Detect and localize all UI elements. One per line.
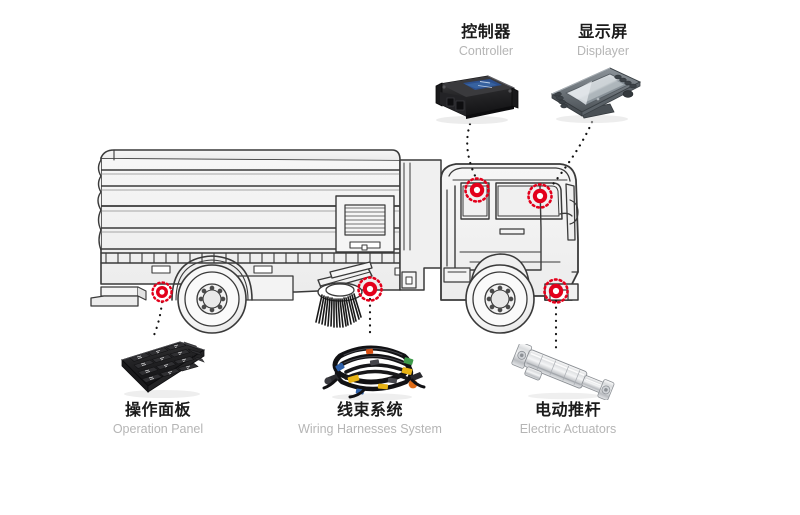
callout-label-cn: 电动推杆: [534, 402, 601, 419]
leader-line-displayer: [548, 120, 594, 190]
callout-label-cn: 操作面板: [124, 402, 191, 419]
callout-label-cn: 显示屏: [578, 24, 628, 41]
callout-label-cn: 线束系统: [336, 402, 403, 419]
cable-coil-icon: [322, 345, 426, 401]
marker-rear-axle[interactable]: [151, 281, 173, 303]
callout-label-displayer: 显示屏 Displayer: [560, 24, 646, 58]
marker-controller[interactable]: [464, 177, 490, 203]
callout-label-en: Controller: [458, 43, 514, 58]
marker-displayer[interactable]: [527, 183, 553, 209]
keypad-icon: [121, 341, 206, 398]
marker-front-bumper[interactable]: [543, 278, 569, 304]
marker-brush[interactable]: [357, 276, 383, 302]
leader-line-controller: [466, 122, 479, 182]
callout-label-wiring-harnesses: 线束系统 Wiring Harnesses System: [290, 402, 450, 436]
callout-label-cn: 控制器: [461, 24, 511, 41]
controller-box-icon: [435, 75, 519, 124]
callout-label-operation-panel: 操作面板 Operation Panel: [90, 402, 226, 436]
callout-label-en: Operation Panel: [112, 421, 204, 436]
display-screen-icon: [550, 67, 642, 123]
callout-label-en: Wiring Harnesses System: [298, 421, 442, 436]
linear-actuator-icon: [511, 344, 615, 400]
callout-label-en: Electric Actuators: [519, 421, 617, 436]
callout-label-controller: 控制器 Controller: [443, 24, 529, 58]
callout-label-electric-actuators: 电动推杆 Electric Actuators: [498, 402, 638, 436]
callout-label-en: Displayer: [576, 43, 630, 58]
